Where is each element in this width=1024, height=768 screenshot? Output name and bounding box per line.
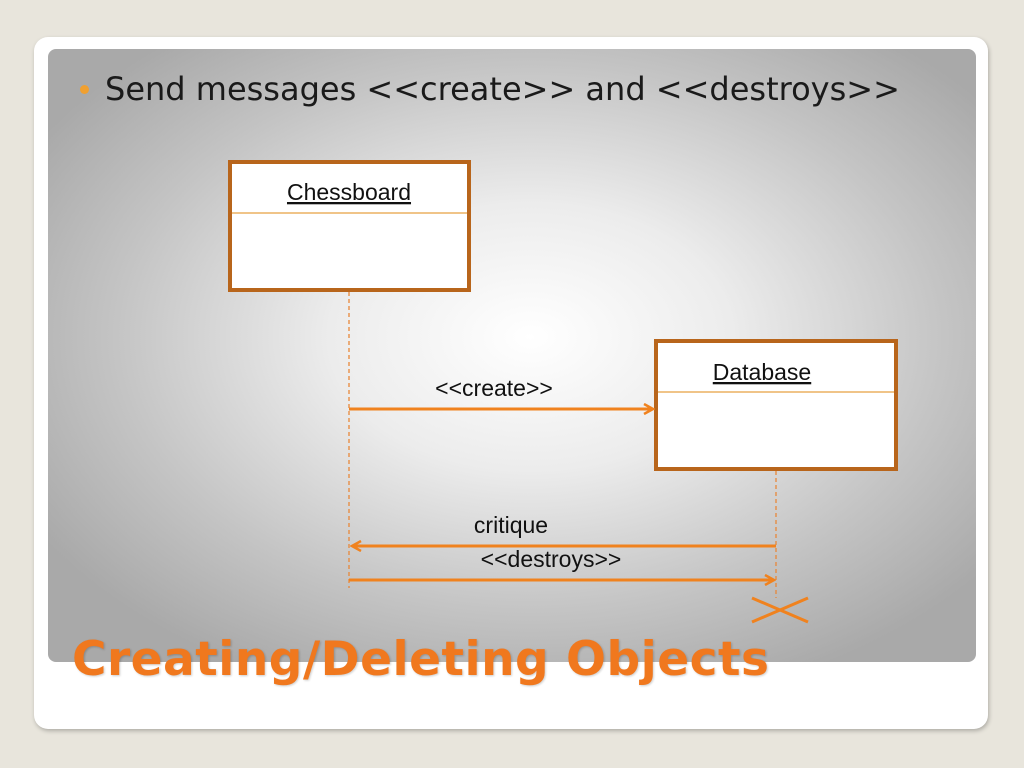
object-label-chessboard: Chessboard (287, 179, 411, 205)
message-label-destroys: <<destroys>> (481, 546, 622, 572)
object-box (654, 339, 898, 471)
object-label-database: Database (713, 359, 811, 385)
bullet-dot-icon (80, 84, 89, 94)
bullet-item: Send messages <<create>> and <<destroys>… (80, 70, 900, 108)
object-box (228, 160, 471, 292)
object-database: Database (654, 339, 898, 471)
object-chessboard: Chessboard (228, 160, 471, 292)
destruction-x-icon (751, 596, 809, 624)
bullet-text: Send messages <<create>> and <<destroys>… (105, 70, 900, 108)
slide-title: Creating/Deleting Objects (72, 632, 770, 687)
message-label-create: <<create>> (435, 375, 553, 401)
message-label-critique: critique (474, 512, 548, 538)
